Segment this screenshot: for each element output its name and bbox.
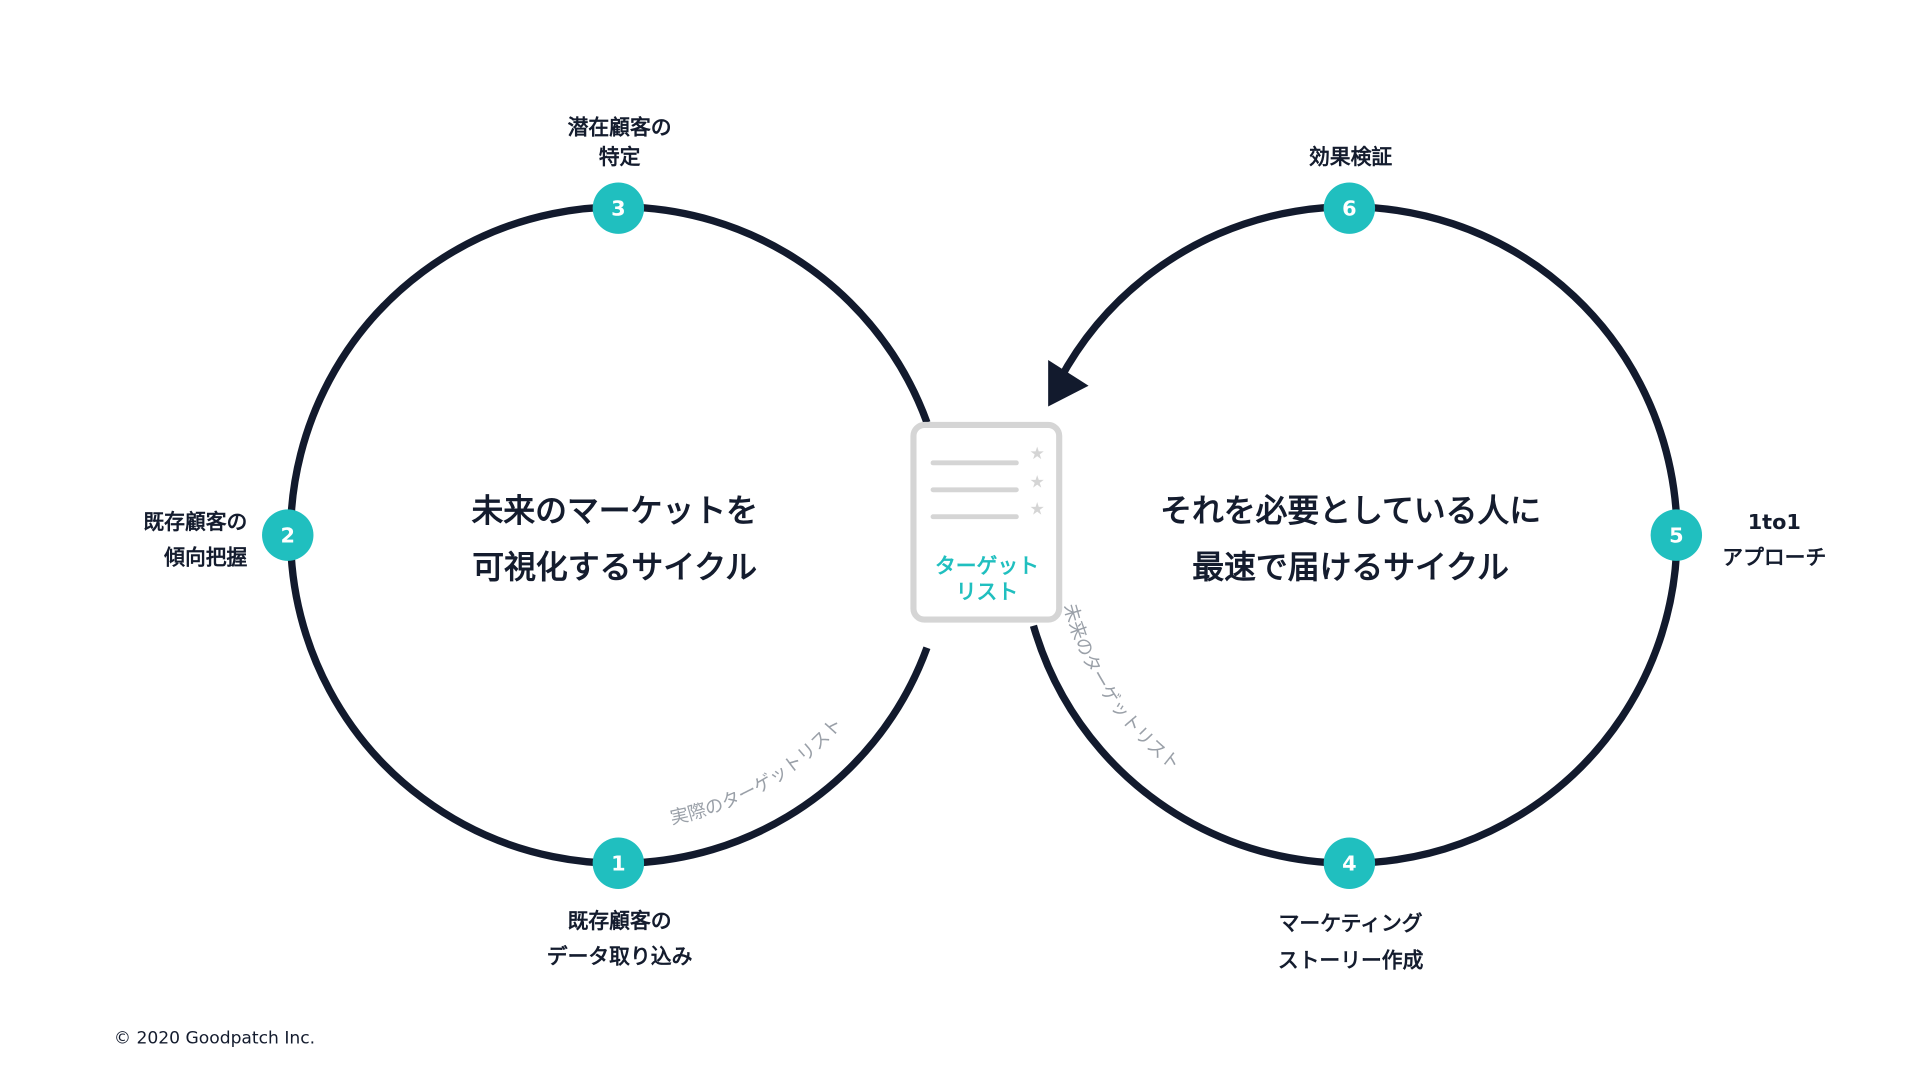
left-cycle-title-line2: 可視化するサイクル xyxy=(472,548,757,586)
step-label-5-line2: アプローチ xyxy=(1722,545,1826,569)
step-label-6-line1: 効果検証 xyxy=(1309,145,1392,169)
step-label-3-line1: 潜在顧客の xyxy=(568,116,672,140)
svg-text:3: 3 xyxy=(611,197,625,221)
step-label-1-line2: データ取り込み xyxy=(547,945,693,969)
svg-text:4: 4 xyxy=(1342,852,1356,876)
svg-text:5: 5 xyxy=(1669,523,1683,547)
step-label-2-line2: 傾向把握 xyxy=(163,545,247,569)
svg-text:2: 2 xyxy=(281,523,295,547)
step-label-2-line1: 既存顧客の xyxy=(143,510,247,534)
right-cycle-title-line1: それを必要としている人に xyxy=(1160,492,1541,530)
right-arc-label: 未来のターゲットリスト xyxy=(1059,601,1184,775)
svg-text:1: 1 xyxy=(611,852,625,876)
card-title-line2: リスト xyxy=(956,580,1018,604)
step-node-3: 3 xyxy=(592,182,645,234)
step-node-2: 2 xyxy=(262,509,314,561)
svg-text:6: 6 xyxy=(1342,197,1356,221)
step-label-5-line1: 1to1 xyxy=(1748,510,1801,534)
step-label-4-line1: マーケティング xyxy=(1279,912,1423,936)
star-icon: ★ xyxy=(1029,472,1044,492)
star-icon: ★ xyxy=(1029,499,1044,519)
copyright: © 2020 Goodpatch Inc. xyxy=(114,1028,315,1048)
step-node-6: 6 xyxy=(1323,182,1376,234)
left-cycle-circle xyxy=(286,203,931,867)
step-label-4-line2: ストーリー作成 xyxy=(1278,948,1424,972)
step-node-5: 5 xyxy=(1650,509,1703,561)
step-label-3-line2: 特定 xyxy=(599,145,641,169)
step-node-4: 4 xyxy=(1323,837,1376,889)
arrowhead-icon xyxy=(1048,360,1089,407)
left-arc-label: 実際のターゲットリスト xyxy=(668,714,847,829)
star-icon: ★ xyxy=(1029,444,1044,464)
right-cycle-title-line2: 最速で届けるサイクル xyxy=(1192,548,1509,586)
step-node-1: 1 xyxy=(592,837,645,889)
left-cycle-title-line1: 未来のマーケットを xyxy=(471,492,757,530)
right-cycle-circle xyxy=(1029,203,1681,867)
card-title-line1: ターゲット xyxy=(935,554,1039,578)
target-list-card: ★ ★ ★ ターゲット リスト xyxy=(910,421,1063,623)
step-label-1-line1: 既存顧客の xyxy=(568,909,672,933)
